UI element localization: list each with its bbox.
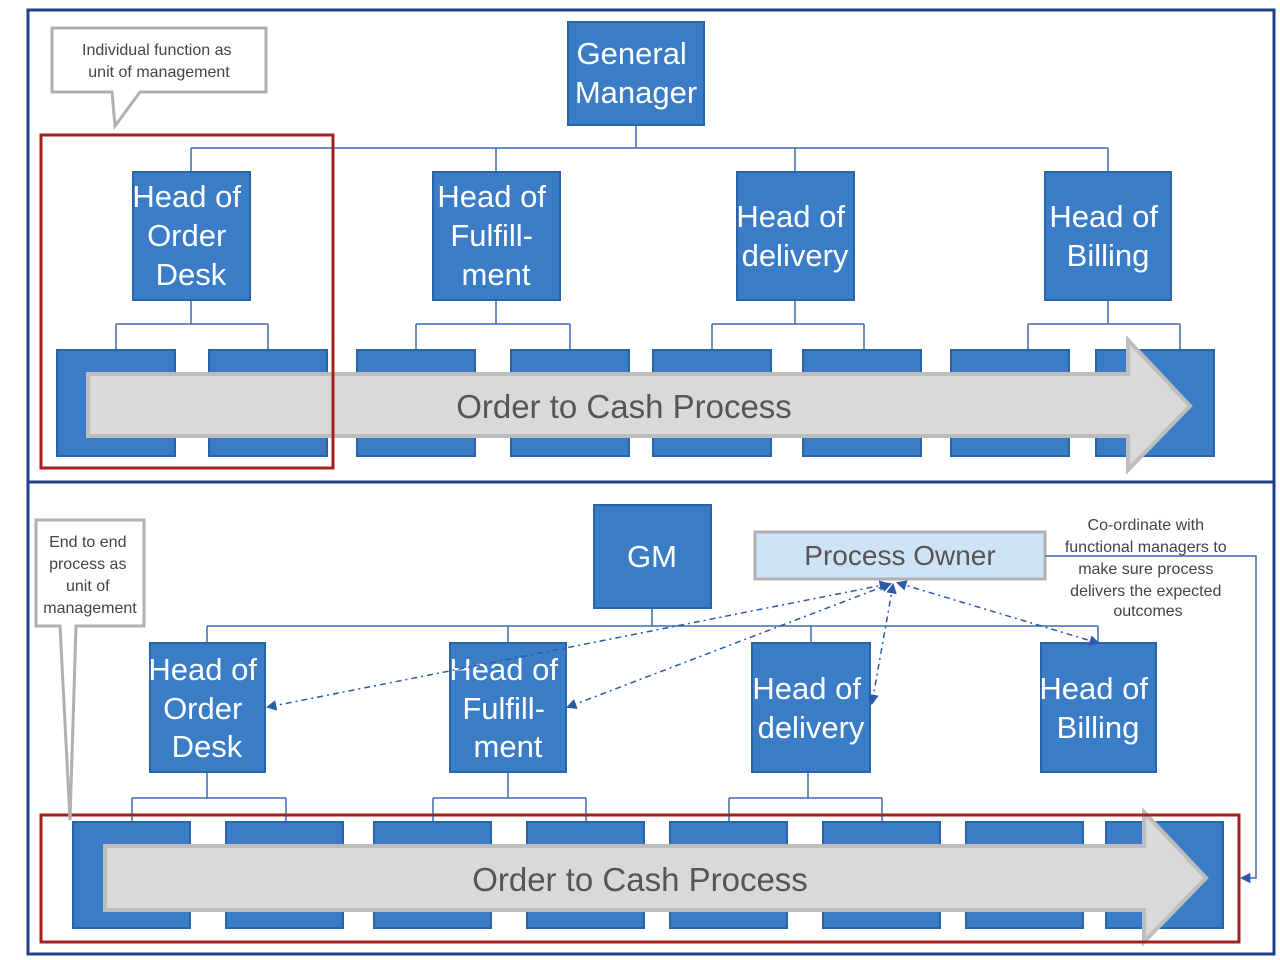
bottom-head-fulfillment-box: Head of Fulfill- ment [449,642,567,773]
top-process-label: Order to Cash Process [456,388,792,425]
coordination-arrow [868,582,897,706]
bottom-panel: GM Process Owner Head of Order Desk Head… [34,504,1257,947]
top-head-billing-line-1: Head of [1049,199,1158,234]
top-head-fulfillment-line-3: ment [462,257,531,292]
svg-text:Head of Order: Head of Order Desk [148,652,265,764]
bottom-callout-line-2: process as [49,556,126,573]
coordination-note-line-5: outcomes [1113,603,1182,620]
bottom-head-order-desk-line-2: Order [163,691,242,726]
process-owner-box: Process Owner [753,530,1047,581]
coordination-arrows [265,580,1101,711]
top-process-arrow [86,334,1193,475]
coordination-note-line-2: functional managers to [1065,539,1227,556]
coordination-note-line-3: make sure process [1078,561,1213,578]
bottom-head-billing-line-2: Billing [1057,710,1140,745]
bottom-head-delivery-box: Head of delivery [751,642,871,773]
bottom-head-order-desk-line-1: Head of [148,652,257,687]
svg-text:End to end process as: End to end process as unit of management [43,534,137,617]
bottom-callout-line-3: unit of [66,578,110,595]
top-panel: General Manager Head of Order Desk Head … [39,21,1215,475]
top-head-fulfillment-line-2: Fulfill- [450,218,533,253]
bottom-head-fulfillment-line-1: Head of [449,652,558,687]
top-head-order-desk-line-3: Desk [156,257,227,292]
bottom-head-delivery-line-1: Head of [752,671,861,706]
top-head-billing-line-2: Billing [1067,238,1150,273]
gm-box: GM [593,504,712,609]
bottom-process-highlight [39,813,1241,944]
bottom-callout-shape [34,518,146,821]
gm-label: GM [627,539,677,574]
coordination-arrow [895,580,1101,646]
bottom-callout-line-1: End to end [49,534,126,551]
top-function-highlight [39,133,335,470]
bottom-process-label: Order to Cash Process [472,861,808,898]
svg-text:Head of Billing: Head of Billing [1049,199,1166,273]
top-head-order-desk-line-1: Head of [132,179,241,214]
coordination-note-line-4: delivers the expected [1070,583,1221,600]
top-head-billing-box: Head of Billing [1044,171,1172,301]
bottom-head-order-desk-line-3: Desk [172,729,243,764]
bottom-panel-frame [26,480,1276,956]
svg-text:General Manager: General Manager [575,36,697,110]
general-manager-line-1: General [577,36,687,71]
bottom-head-billing-line-1: Head of [1039,671,1148,706]
top-org-connectors [115,125,1181,350]
svg-text:Head of delivery: Head of delivery [736,199,853,273]
general-manager-line-2: Manager [575,75,697,110]
svg-text:Co-ordinate with functio: Co-ordinate with functional managers to … [1065,517,1231,620]
bottom-head-fulfillment-line-2: Fulfill- [462,691,545,726]
svg-text:Head of Order: Head of Order Desk [132,179,249,292]
bottom-head-billing-box: Head of Billing [1039,642,1157,773]
top-callout-shape [50,26,268,131]
bottom-head-delivery-line-2: delivery [758,710,865,745]
top-head-fulfillment-line-1: Head of [437,179,546,214]
bottom-org-connectors [131,608,1099,822]
svg-text:Individual function as u: Individual function as unit of managemen… [82,42,236,81]
top-head-order-desk-box: Head of Order Desk [132,171,251,301]
bottom-head-order-desk-box: Head of Order Desk [148,642,266,773]
note-connector [1045,555,1257,884]
coordination-note-line-1: Co-ordinate with [1088,517,1205,534]
bottom-head-fulfillment-line-3: ment [474,729,543,764]
bottom-process-arrow [103,806,1209,947]
process-owner-label: Process Owner [804,540,995,571]
top-callout-line-1: Individual function as [82,42,231,59]
top-head-order-desk-line-2: Order [147,218,226,253]
svg-text:Head of Billing: Head of Billing [1039,671,1156,745]
general-manager-box: General Manager [567,21,705,126]
bottom-callout-line-4: management [43,600,137,617]
top-head-fulfillment-box: Head of Fulfill- ment [432,171,561,301]
top-head-delivery-line-2: delivery [742,238,849,273]
top-head-delivery-line-1: Head of [736,199,845,234]
top-callout-line-2: unit of management [88,64,230,81]
svg-text:Head of Fulfill-: Head of Fulfill- ment [437,179,554,292]
top-head-delivery-box: Head of delivery [736,171,855,301]
